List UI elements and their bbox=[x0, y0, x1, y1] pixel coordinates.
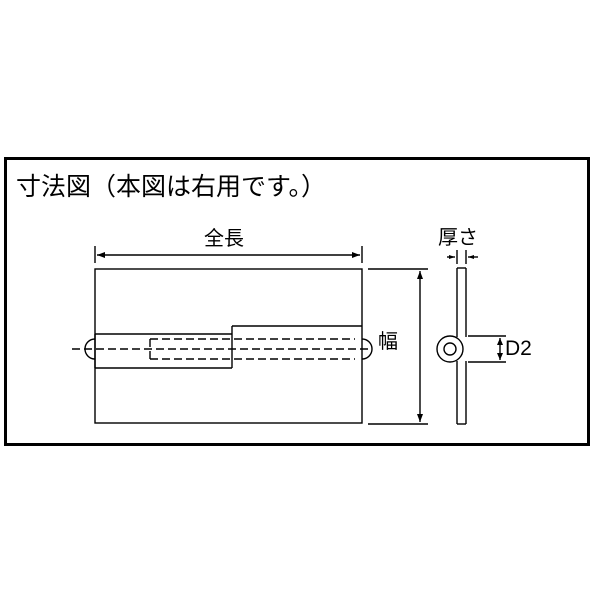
width-label: 幅 bbox=[378, 329, 398, 353]
width-dimension bbox=[368, 268, 428, 425]
pin-diameter-label: D2 bbox=[505, 337, 532, 360]
diagram-frame bbox=[4, 157, 590, 446]
diagram-title: 寸法図（本図は右用です。） bbox=[16, 172, 327, 201]
hinge-leaf-front bbox=[94, 268, 363, 424]
thickness-label: 厚さ bbox=[438, 225, 478, 249]
thickness-dimension bbox=[447, 250, 478, 264]
hinge-pin bbox=[72, 338, 372, 360]
pin-caps bbox=[84, 338, 373, 360]
length-dimension bbox=[94, 246, 363, 263]
hinge-side-view bbox=[436, 267, 467, 425]
d2-dimension bbox=[468, 335, 506, 363]
overall-length-label: 全長 bbox=[204, 226, 244, 250]
